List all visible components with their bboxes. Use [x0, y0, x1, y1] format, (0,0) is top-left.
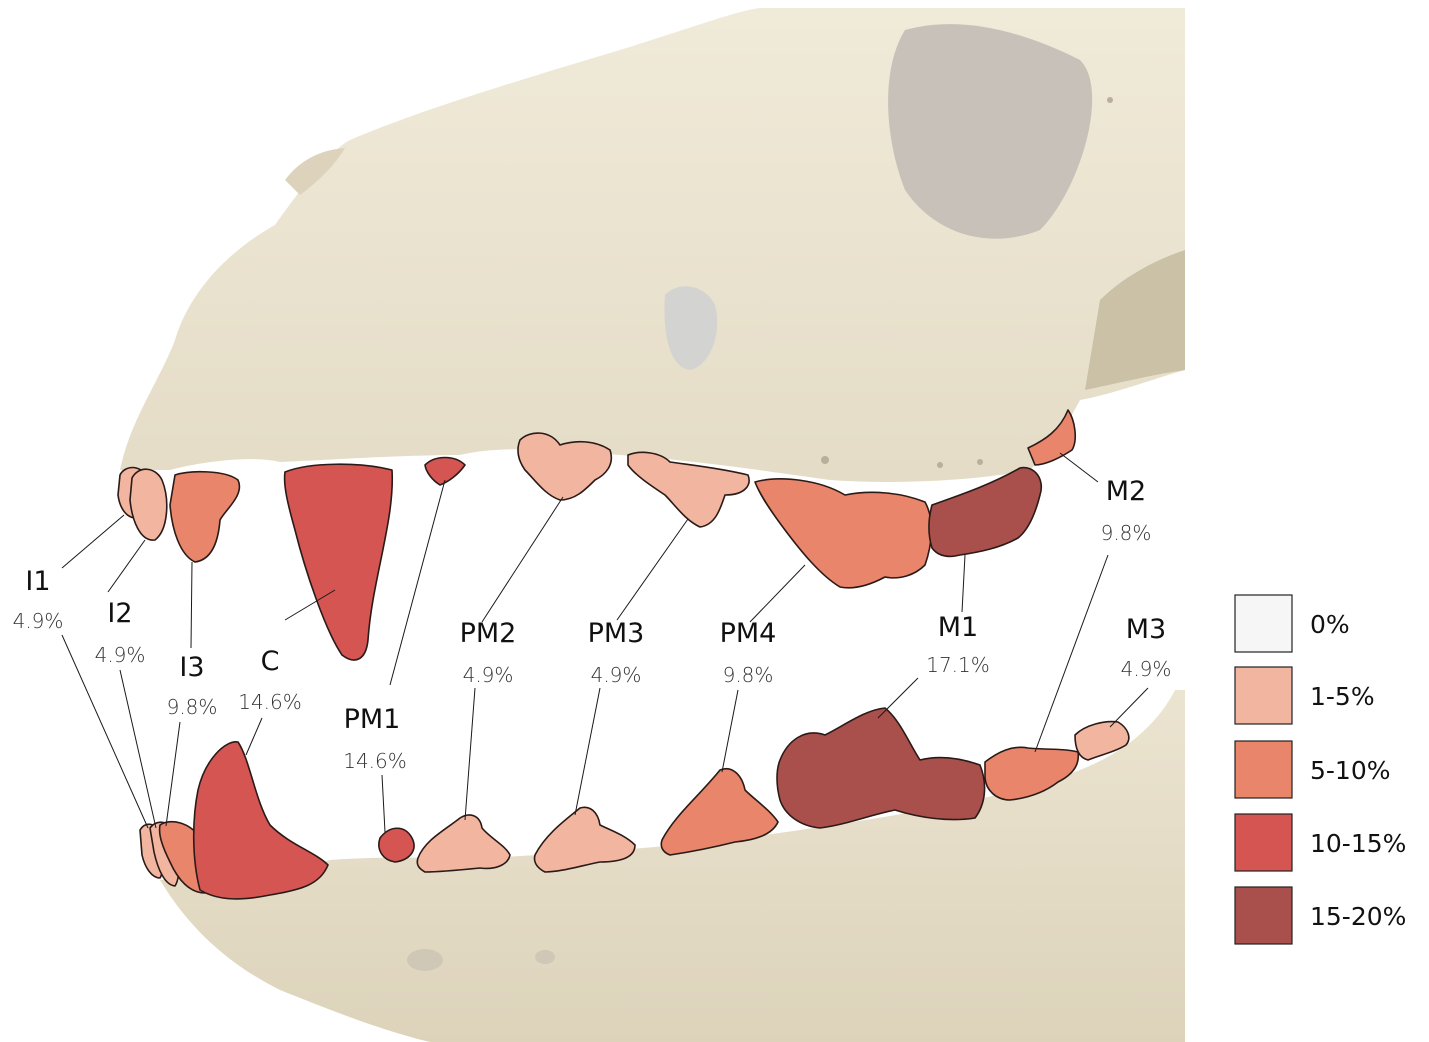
leader-PM1-lower	[381, 774, 386, 833]
tooth-PM3-lower	[533, 806, 636, 873]
leader-PM4-upper	[749, 564, 806, 623]
tooth-PM2-upper	[517, 432, 613, 501]
leader-I1-lower	[61, 634, 149, 829]
label-PM2-name: PM2	[460, 618, 517, 649]
teeth-upper	[117, 409, 1077, 661]
legend-label-2: 5-10%	[1310, 756, 1391, 785]
legend-swatch-4	[1234, 886, 1293, 945]
legend-label-3: 10-15%	[1310, 829, 1406, 858]
tooth-PM1-lower	[378, 827, 415, 863]
label-C-percent: 14.6%	[238, 690, 302, 714]
leader-C-lower	[245, 717, 263, 756]
tooth-PM4-upper	[754, 478, 933, 589]
leader-M1-lower	[877, 677, 919, 719]
tooth-PM3-upper	[627, 451, 750, 528]
legend-swatch-3	[1234, 813, 1293, 872]
label-C-name: C	[261, 646, 280, 677]
label-M3-percent: 4.9%	[1121, 657, 1172, 681]
label-M2-name: M2	[1106, 476, 1146, 507]
mental-foramen	[407, 949, 443, 971]
label-PM1-name: PM1	[344, 704, 401, 735]
tooth-I3-upper	[169, 470, 241, 563]
foramen-dot	[977, 459, 983, 465]
nasal-notch	[285, 148, 345, 195]
foramen-dot	[937, 462, 943, 468]
zygomatic-shadow	[1085, 250, 1185, 390]
tooth-C-upper	[283, 463, 394, 661]
leader-M2-lower	[1034, 554, 1109, 753]
infraorbital-foramen	[664, 286, 718, 370]
leader-I1-upper	[61, 514, 125, 569]
teeth-lower	[139, 707, 1130, 900]
mandible	[160, 690, 1185, 1042]
leader-I2-lower	[119, 669, 157, 829]
leader-C-upper	[284, 589, 336, 621]
label-PM3-percent: 4.9%	[591, 663, 642, 687]
label-I1-name: I1	[25, 566, 50, 597]
label-M1-name: M1	[938, 612, 978, 643]
label-I3-percent: 9.8%	[167, 695, 218, 719]
tooth-M3-lower	[1074, 720, 1130, 761]
label-PM2-percent: 4.9%	[463, 663, 514, 687]
legend-label-0: 0%	[1310, 610, 1350, 639]
tooth-M1-lower	[776, 707, 986, 829]
label-I1-percent: 4.9%	[13, 609, 64, 633]
legend-label-4: 15-20%	[1310, 902, 1406, 931]
label-M3-name: M3	[1126, 614, 1166, 645]
leader-PM1-upper	[389, 479, 446, 686]
label-M2-percent: 9.8%	[1101, 521, 1152, 545]
legend-swatch-0	[1234, 594, 1293, 653]
legend-swatch-2	[1234, 740, 1293, 799]
leader-PM3-upper	[616, 518, 689, 621]
label-I2-percent: 4.9%	[95, 643, 146, 667]
label-PM4-name: PM4	[720, 618, 777, 649]
label-PM1-percent: 14.6%	[343, 749, 407, 773]
tooth-PM2-lower	[416, 814, 511, 873]
orbit	[888, 24, 1093, 239]
tooth-C-lower	[192, 741, 329, 900]
legend-label-1: 1-5%	[1310, 682, 1375, 711]
label-PM4-percent: 9.8%	[723, 663, 774, 687]
leader-M1-upper	[961, 554, 966, 613]
skull-upper	[120, 8, 1185, 482]
legend: 0% 1-5% 5-10% 10-15% 15-20%	[1234, 594, 1406, 945]
mental-foramen	[535, 950, 555, 964]
tooth-labels: I1 4.9% I2 4.9% I3 9.8% C 14.6% PM1 14.6…	[13, 476, 1172, 773]
legend-swatch-1	[1234, 666, 1293, 725]
leader-PM3-lower	[574, 687, 601, 816]
leader-PM2-lower	[464, 687, 476, 821]
leader-lines	[61, 452, 1149, 833]
label-I2-name: I2	[107, 598, 132, 629]
leader-I2-upper	[107, 539, 146, 593]
tooth-PM4-lower	[660, 768, 779, 856]
tooth-I2-upper	[129, 468, 168, 541]
leader-M3-lower	[1109, 687, 1149, 728]
tooth-PM1-upper	[424, 456, 466, 486]
leader-I3-lower	[165, 721, 181, 827]
foramen-dot	[821, 456, 829, 464]
tooth-M2-upper	[1027, 409, 1077, 466]
foramen-dot	[1107, 97, 1113, 103]
label-PM3-name: PM3	[588, 618, 645, 649]
tooth-M1-upper	[928, 466, 1042, 558]
leader-I3-upper	[190, 561, 193, 649]
label-M1-percent: 17.1%	[926, 653, 990, 677]
leader-PM4-lower	[721, 689, 739, 773]
leader-M2-upper	[1059, 452, 1099, 483]
leader-PM2-upper	[481, 496, 564, 623]
label-I3-name: I3	[179, 652, 204, 683]
tooth-M2-lower	[984, 746, 1080, 801]
